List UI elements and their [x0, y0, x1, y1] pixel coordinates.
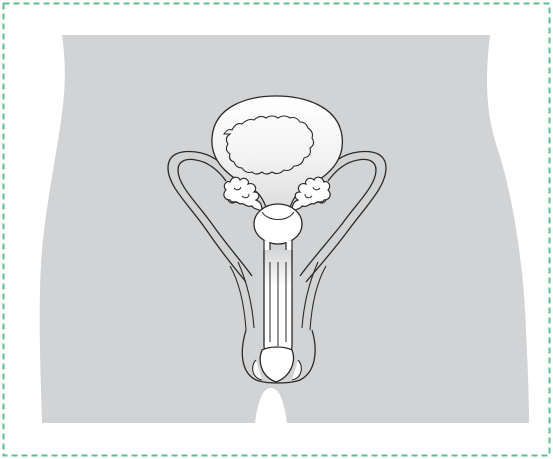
prostate [254, 204, 302, 244]
